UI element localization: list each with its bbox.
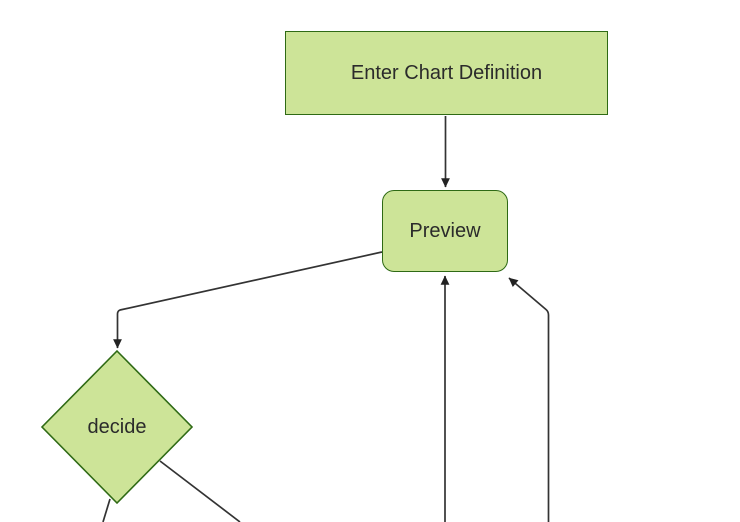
- edge-preview-to-decide: [113, 251, 383, 349]
- edge-decide-to-offscreen-right: [159, 460, 241, 522]
- node-preview: Preview: [382, 190, 508, 272]
- node-preview-label: Preview: [409, 220, 481, 242]
- node-decide-shape: [40, 349, 194, 505]
- node-enter-chart-definition: Enter Chart Definition: [285, 31, 608, 115]
- edge-decide-to-offscreen-left: [102, 498, 111, 522]
- node-enter-chart-definition-label: Enter Chart Definition: [350, 62, 543, 84]
- edge-offscreen-to-preview-corner: [508, 277, 550, 522]
